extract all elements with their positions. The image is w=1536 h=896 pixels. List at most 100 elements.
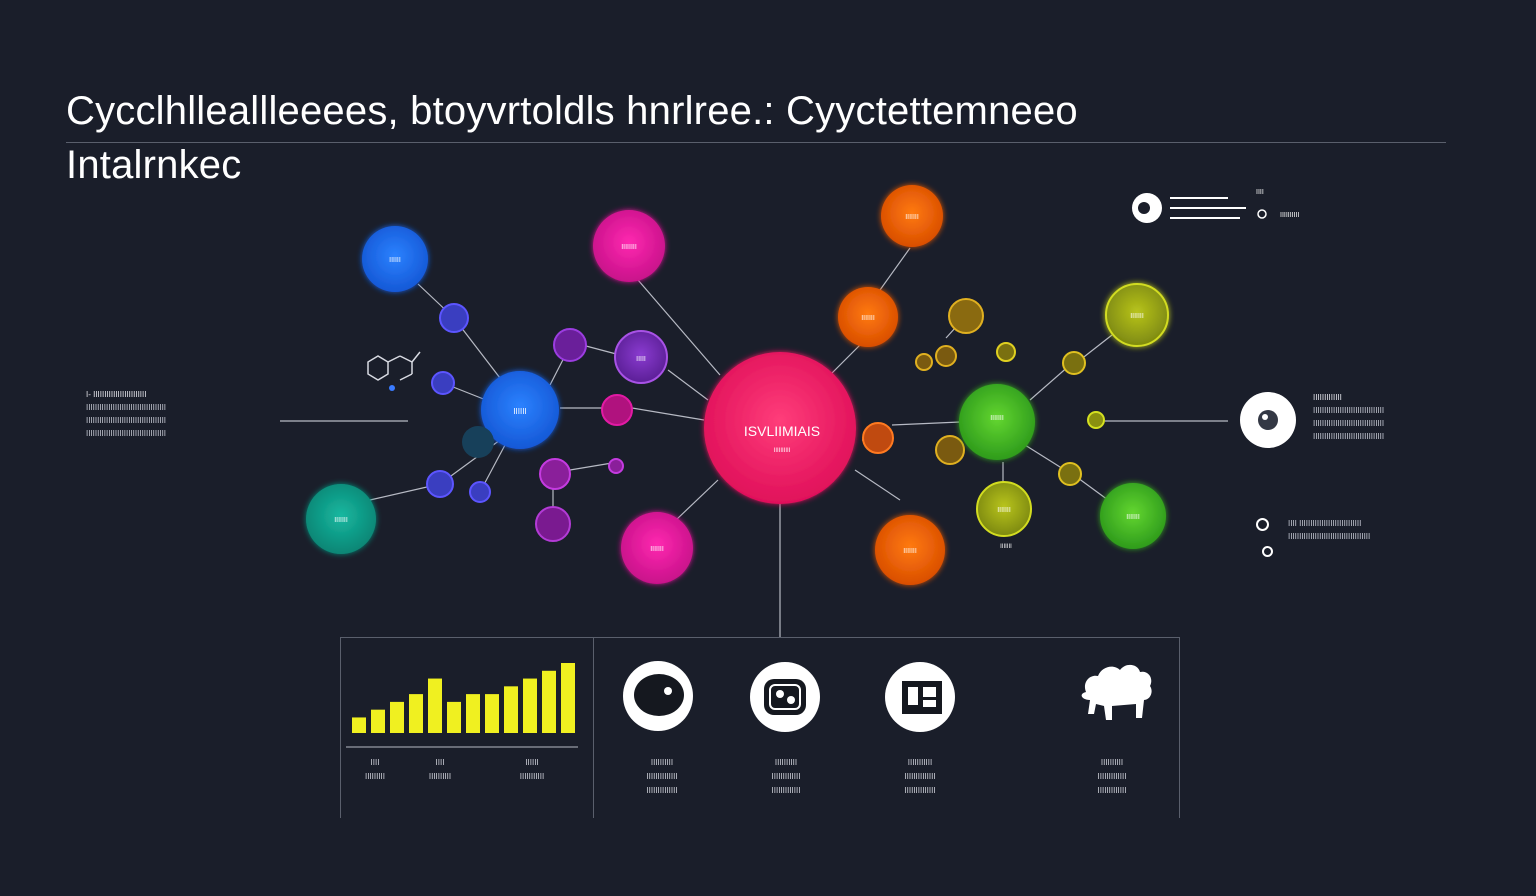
node-green-right[interactable]	[1100, 483, 1166, 549]
caption-line: IIIIII	[525, 758, 539, 767]
icon2-caption: IIIIIIIIII IIIIIIIIIIIII IIIIIIIIIIIII	[736, 756, 836, 798]
legend-icon-inner	[1138, 202, 1150, 214]
animal-silhouette-icon	[1081, 664, 1152, 720]
node-small-magenta[interactable]	[601, 394, 633, 426]
caption-line: IIII	[370, 758, 380, 767]
node-lime-bottom-label: IIIIIII	[997, 507, 1011, 514]
side-right-header: IIIIIIIIIIIII	[1313, 393, 1342, 402]
molecule-icon	[750, 662, 820, 732]
hub-sublabel: IIIIIIIIII	[774, 448, 791, 454]
edge	[667, 369, 709, 401]
caption-line: IIIIIIIIIIIIII	[904, 772, 936, 781]
mini-bar	[428, 678, 442, 733]
node-green-right-label: IIIIIII	[1126, 514, 1140, 521]
node-small-purple[interactable]	[535, 506, 571, 542]
equipment-icon	[885, 662, 955, 732]
equipment-glyph	[902, 681, 942, 714]
edge	[1077, 477, 1109, 501]
mini-bar	[390, 701, 404, 733]
node-small-blue[interactable]	[469, 481, 491, 503]
node-blue-hub-label: IIIIII	[513, 407, 526, 416]
node-small-purple[interactable]	[539, 458, 571, 490]
speech-bubble-glyph	[634, 674, 684, 716]
node-small-gold[interactable]	[915, 353, 933, 371]
mini-bar-chart	[346, 663, 578, 748]
caption-line: IIIIIIIIII	[774, 758, 798, 767]
legend-top-label-a: IIII	[1256, 189, 1264, 196]
node-small-dark[interactable]	[462, 426, 494, 458]
edge	[631, 407, 705, 421]
node-purple-mid[interactable]	[614, 330, 668, 384]
caption-line: IIIIIIIIIIIII	[1097, 772, 1127, 781]
caption-line: IIIIIIIIIIIIII	[646, 786, 678, 795]
node-purple-mid-label: IIIII	[636, 356, 646, 363]
node-magenta-bottom-label: IIIIIII	[650, 546, 664, 553]
node-lime-bottom[interactable]	[976, 481, 1032, 537]
page-title: Cycclhlleallleeees, btoyvrtoldls hnrlree…	[66, 84, 1078, 138]
node-magenta-top[interactable]	[593, 210, 665, 282]
node-lime-bottom-caption: IIIIIII	[1000, 544, 1012, 550]
edge	[829, 344, 861, 376]
edge	[1079, 334, 1113, 361]
node-magenta-top-label: IIIIIIII	[621, 244, 637, 251]
page-subtitle: Intalrnkec	[66, 138, 241, 192]
mini-bar	[523, 678, 537, 733]
mini-bar	[409, 694, 423, 733]
title-line-2: Intalrnkec	[66, 143, 242, 187]
node-orange-bottom[interactable]	[875, 515, 945, 585]
legend-lines	[1170, 197, 1246, 219]
caption-line: IIII	[435, 758, 445, 767]
node-small-gold[interactable]	[935, 435, 965, 465]
node-small-gold[interactable]	[1058, 462, 1082, 486]
edge	[637, 279, 721, 376]
node-green-hub[interactable]	[959, 384, 1035, 460]
node-lime-top[interactable]	[1105, 283, 1169, 347]
node-small-gold[interactable]	[935, 345, 957, 367]
node-blue-hub[interactable]	[481, 371, 559, 449]
hub-node[interactable]	[704, 352, 856, 504]
node-small-purple[interactable]	[608, 458, 624, 474]
edge	[891, 421, 961, 426]
node-small-gold[interactable]	[948, 298, 984, 334]
edge	[879, 247, 911, 291]
legend-marker	[1262, 546, 1273, 557]
mini-bar	[485, 694, 499, 733]
bars-caption-b: IIII IIIIIIIIII	[410, 756, 470, 784]
cell-icon-highlight	[1262, 414, 1268, 420]
legend-marker	[1256, 518, 1269, 531]
bars-caption-a: IIII IIIIIIIII	[350, 756, 400, 784]
molecule-glyph	[764, 679, 806, 715]
node-orange-top-label: IIIIIII	[905, 214, 919, 221]
node-small-gold[interactable]	[1062, 351, 1086, 375]
node-magenta-bottom[interactable]	[621, 512, 693, 584]
icon3-caption: IIIIIIIIIII IIIIIIIIIIIIII IIIIIIIIIIIII…	[868, 756, 972, 798]
panel-divider	[593, 638, 594, 818]
node-teal[interactable]	[306, 484, 376, 554]
caption-line: IIIIIIIIII	[1100, 758, 1124, 767]
legend-bottom-line: IIII IIIIIIIIIIIIIIIIIIIIIIIIIIII	[1288, 519, 1362, 528]
node-small-orange[interactable]	[862, 422, 894, 454]
node-teal-label: IIIIIII	[334, 517, 348, 524]
side-right-line: IIIIIIIIIIIIIIIIIIIIIIIIIIIIIIII	[1313, 432, 1385, 441]
node-small-lime[interactable]	[1087, 411, 1105, 429]
legend-bottom: IIII IIIIIIIIIIIIIIIIIIIIIIIIIIII IIIIII…	[1288, 517, 1370, 543]
node-orange-top[interactable]	[881, 185, 943, 247]
icon1-caption: IIIIIIIIII IIIIIIIIIIIIII IIIIIIIIIIIIII	[612, 756, 712, 798]
legend-dot	[1257, 209, 1267, 219]
node-small-blue[interactable]	[431, 371, 455, 395]
side-text-left: I- IIIIIIIIIIIIIIIIIIIIIIII IIIIIIIIIIII…	[86, 388, 166, 440]
bars-caption-c: IIIIII IIIIIIIIIII	[492, 756, 572, 784]
mini-bar	[504, 686, 518, 733]
node-small-blue[interactable]	[439, 303, 469, 333]
bottom-panel	[340, 637, 1180, 818]
node-blue-top[interactable]	[362, 226, 428, 292]
node-small-gold[interactable]	[996, 342, 1016, 362]
node-blue-top-label: IIIIII	[389, 257, 401, 264]
node-small-purple[interactable]	[553, 328, 587, 362]
caption-line: IIIIIIIIIII	[907, 758, 933, 767]
node-lime-top-label: IIIIIII	[1130, 313, 1144, 320]
node-small-blue[interactable]	[426, 470, 454, 498]
side-left-line: IIIIIIIIIIIIIIIIIIIIIIIIIIIIIIIIIIII	[86, 416, 167, 425]
side-left-header: I- IIIIIIIIIIIIIIIIIIIIIIII	[86, 390, 147, 399]
node-orange-mid[interactable]	[838, 287, 898, 347]
